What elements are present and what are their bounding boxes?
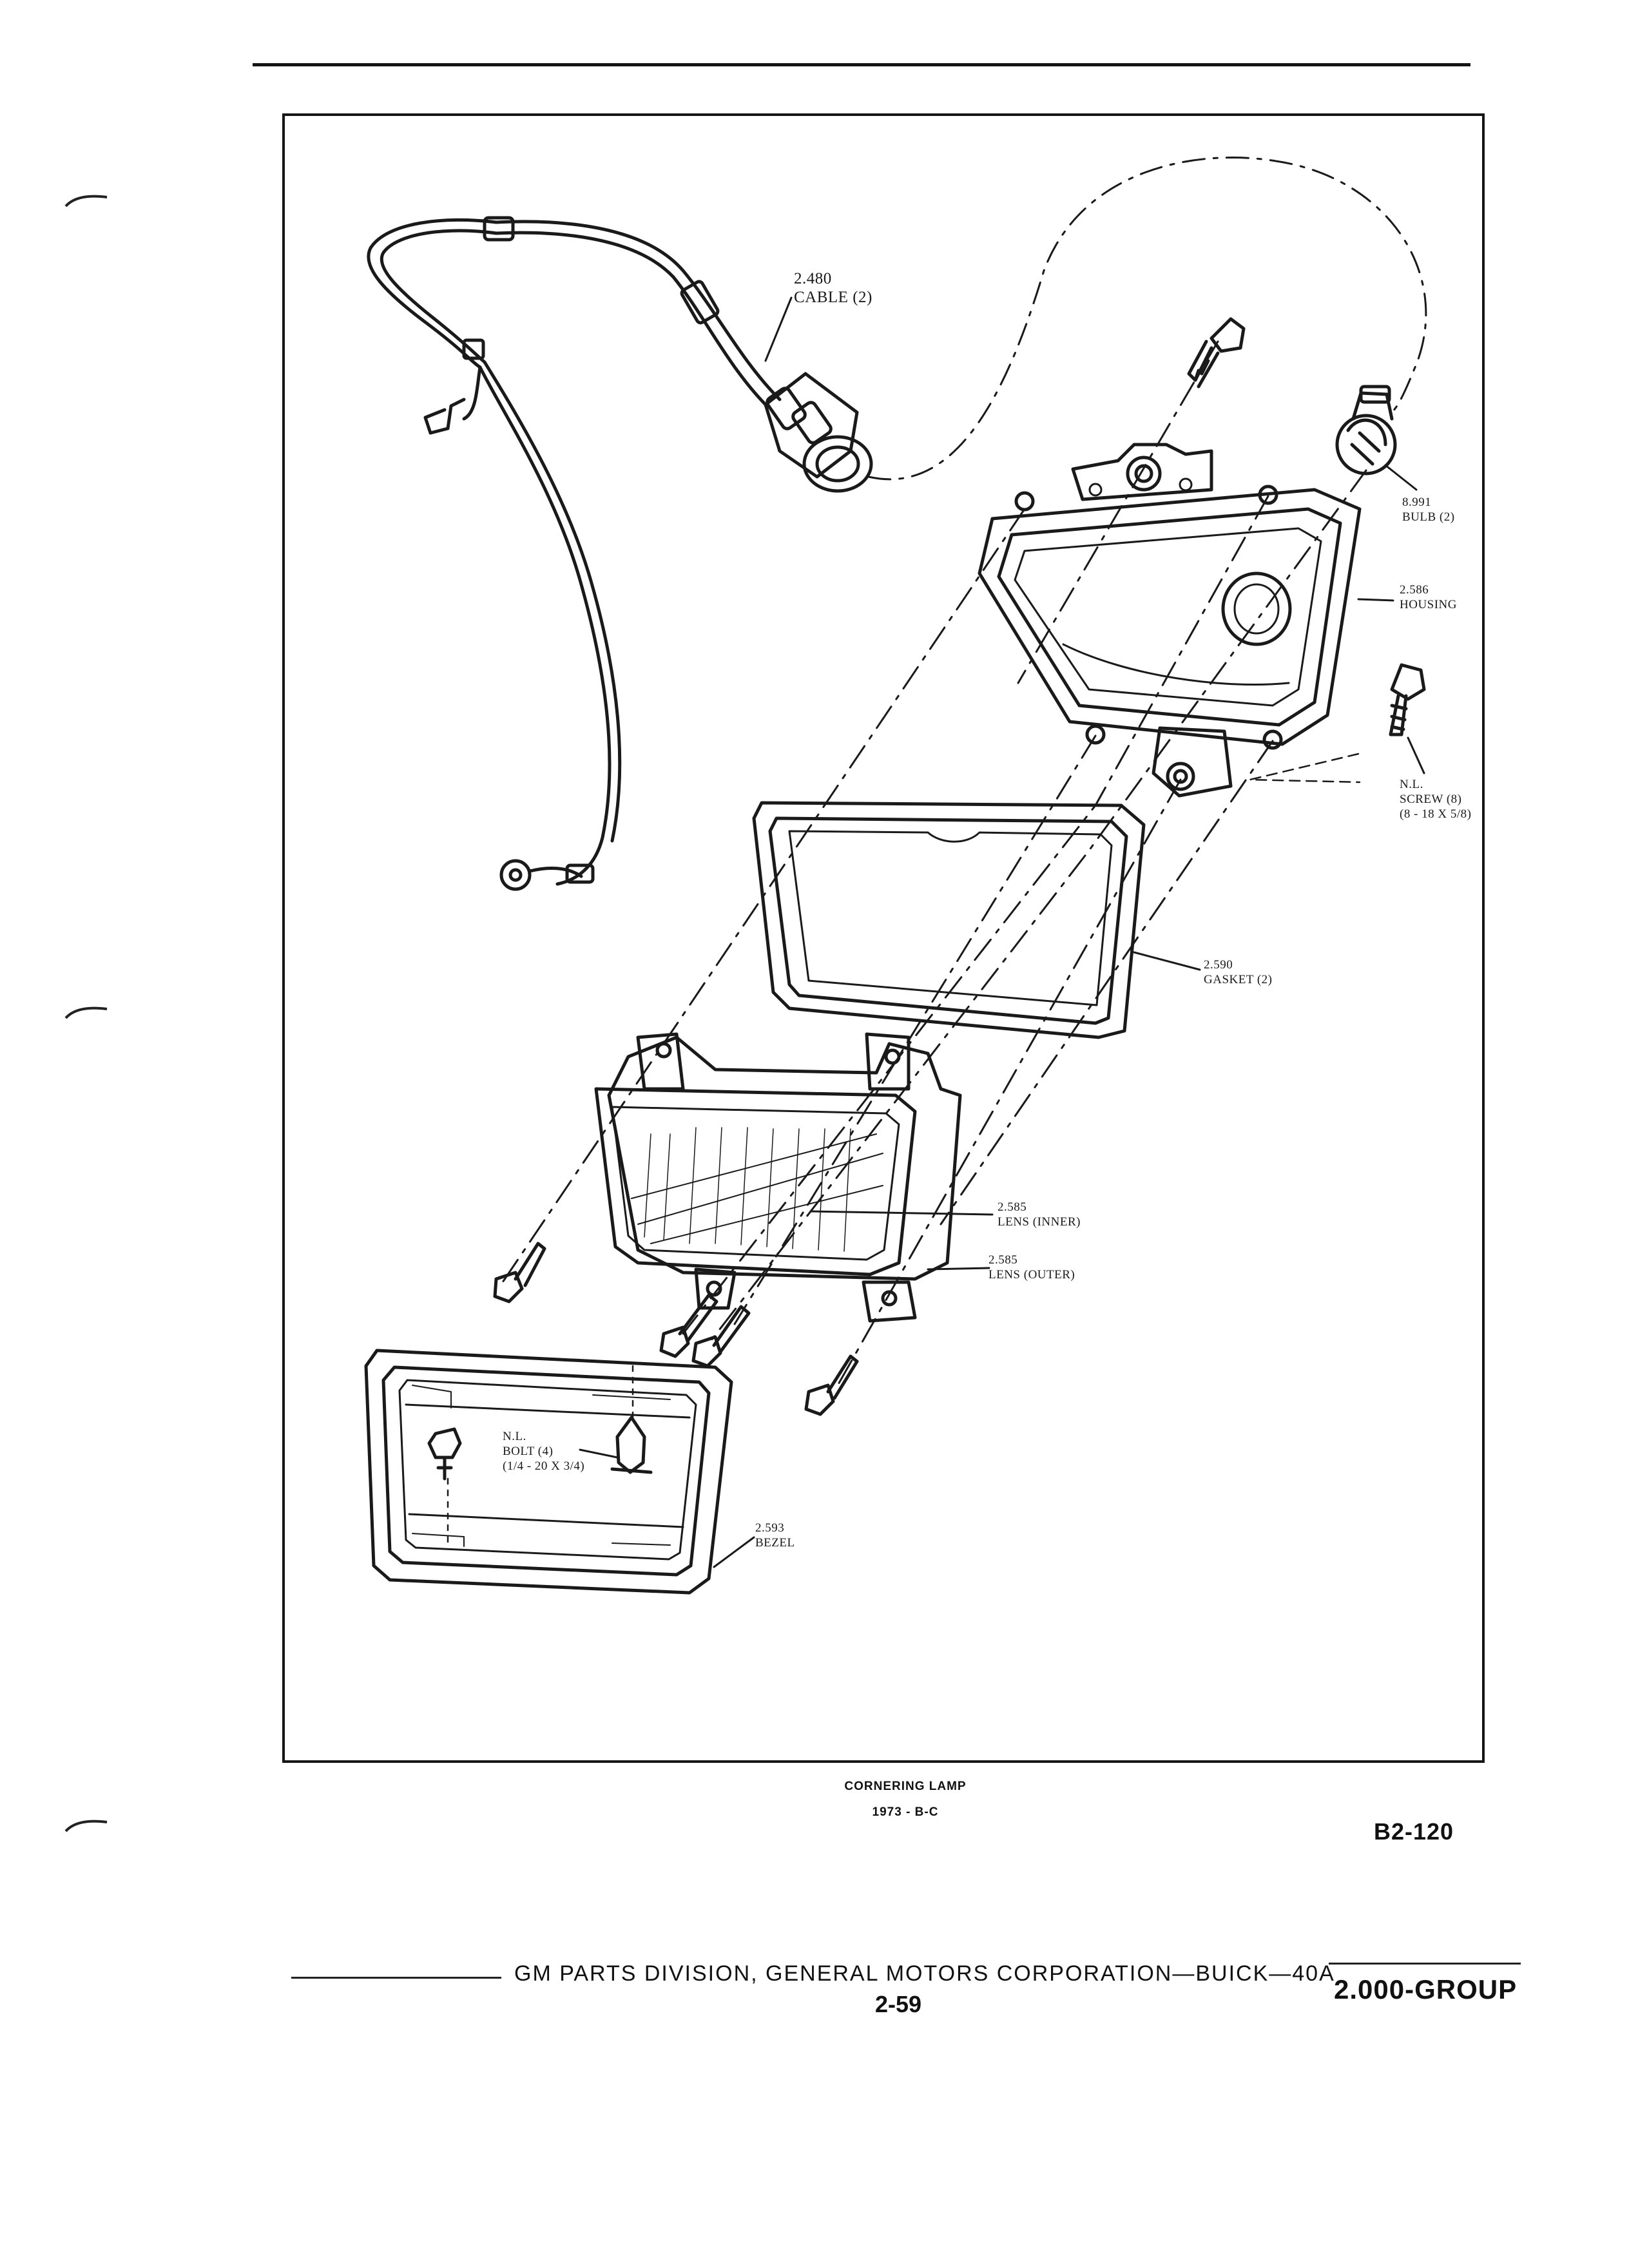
gasket <box>752 801 1146 1039</box>
label-lens-outer: 2.585 LENS (OUTER) <box>988 1253 1075 1282</box>
footer-rule-right <box>1329 1963 1521 1965</box>
assembly-lines <box>501 340 1367 1387</box>
label-gasket: 2.590 GASKET (2) <box>1204 958 1273 986</box>
label-bezel: 2.593 BEZEL <box>755 1521 795 1550</box>
group-label: 2.000-GROUP <box>1334 1974 1518 2004</box>
figure-title: CORNERING LAMP <box>844 1780 967 1793</box>
label-bolt: N.L. BOLT (4) (1/4 - 20 x 3/4) <box>503 1430 585 1473</box>
label-cable: 2.480 CABLE (2) <box>794 270 872 306</box>
footer-division: GM PARTS DIVISION, GENERAL MOTORS CORPOR… <box>514 1961 1335 1986</box>
top-rule <box>253 63 1470 66</box>
bezel <box>364 1349 733 1595</box>
figure-code: B2-120 <box>1374 1818 1454 1845</box>
label-housing: 2.586 HOUSING <box>1400 583 1457 611</box>
figure-subtitle: 1973 - B-C <box>872 1805 939 1819</box>
screw-upper <box>1187 317 1246 389</box>
lower-bolts <box>493 1242 859 1416</box>
label-lens-inner: 2.585 LENS (INNER) <box>998 1200 1081 1229</box>
lens-assembly <box>594 1032 962 1323</box>
binder-mark <box>64 195 108 207</box>
cable-harness <box>367 216 873 891</box>
footer-rule-left <box>291 1977 501 1979</box>
screw-right <box>1389 663 1426 736</box>
bulb <box>1335 385 1397 476</box>
label-bulb: 8.991 BULB (2) <box>1402 495 1455 524</box>
binder-mark <box>64 1006 108 1019</box>
label-screw: N.L. SCREW (8) (8 - 18 x 5/8) <box>1400 778 1472 821</box>
page-number: 2-59 <box>875 1991 922 2017</box>
diagram-frame <box>282 113 1485 1763</box>
housing <box>978 443 1362 798</box>
binder-mark <box>64 1820 108 1832</box>
